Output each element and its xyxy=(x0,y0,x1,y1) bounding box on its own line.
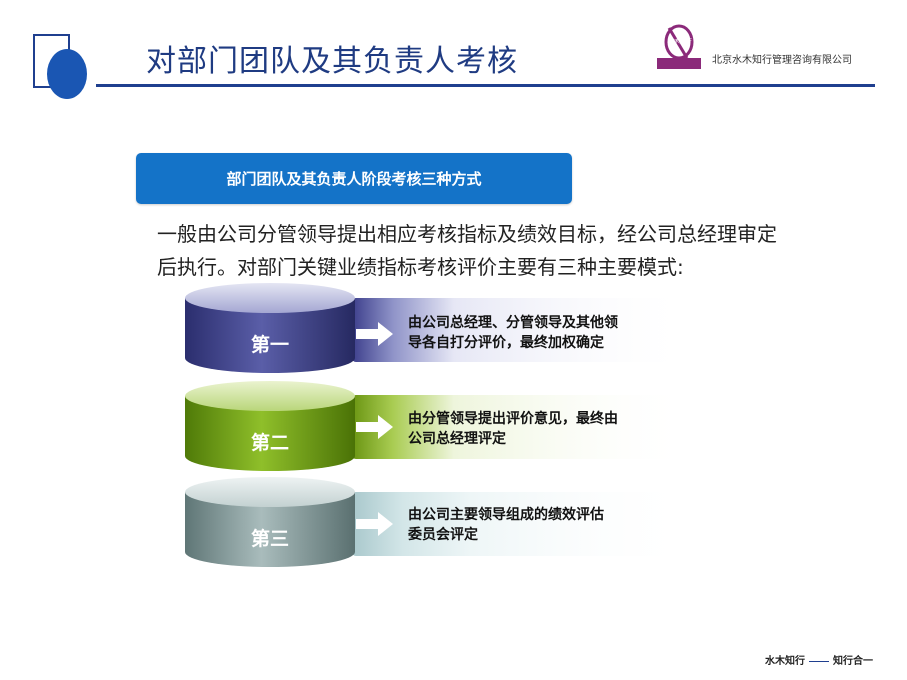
mode-1-label: 第一 xyxy=(250,334,289,356)
logo-text: 水木知行 xyxy=(666,38,691,45)
mode-1-arrow-icon xyxy=(356,322,393,346)
mode-3-panel xyxy=(352,492,692,556)
company-logo xyxy=(657,24,701,69)
mode-2-description: 由分管领导提出评价意见，最终由 公司总经理评定 xyxy=(408,409,678,449)
mode-3-label: 第三 xyxy=(250,528,289,550)
mode-1-cylinder xyxy=(185,283,355,373)
header-divider xyxy=(96,84,875,87)
footer-slogan: 水木知行 知行合一 xyxy=(765,652,873,667)
mode-3-line-1: 由公司主要领导组成的绩效评估 xyxy=(408,507,604,523)
mode-1-line-2: 导各自打分评价，最终加权确定 xyxy=(408,335,604,351)
mode-3-line-2: 委员会评定 xyxy=(408,527,478,543)
mode-2-line-1: 由分管领导提出评价意见，最终由 xyxy=(408,411,618,427)
mode-2-label: 第二 xyxy=(250,432,289,454)
mode-2-line-2: 公司总经理评定 xyxy=(408,431,506,447)
page-title: 对部门团队及其负责人考核 xyxy=(146,44,518,79)
mode-3-arrow-icon xyxy=(356,512,393,536)
mode-2-cylinder xyxy=(185,381,355,471)
mode-3-description: 由公司主要领导组成的绩效评估 委员会评定 xyxy=(408,505,678,545)
intro-line-2: 后执行。对部门关键业绩指标考核评价主要有三种主要模式: xyxy=(157,255,684,279)
footer-left-text: 水木知行 xyxy=(765,656,805,667)
section-banner: 部门团队及其负责人阶段考核三种方式 xyxy=(136,153,572,204)
footer-right-text: 知行合一 xyxy=(833,656,873,667)
mode-2-panel xyxy=(352,395,692,459)
mode-2-arrow-icon xyxy=(356,415,393,439)
intro-line-1: 一般由公司分管领导提出相应考核指标及绩效目标，经公司总经理审定 xyxy=(157,222,777,246)
mode-3-cylinder xyxy=(185,477,355,567)
mode-1-panel xyxy=(352,298,692,362)
company-name: 北京水木知行管理咨询有限公司 xyxy=(712,55,852,66)
mode-1-description: 由公司总经理、分管领导及其他领 导各自打分评价，最终加权确定 xyxy=(408,313,678,353)
intro-paragraph: 一般由公司分管领导提出相应考核指标及绩效目标，经公司总经理审定 后执行。对部门关… xyxy=(157,218,847,284)
mode-1-line-1: 由公司总经理、分管领导及其他领 xyxy=(408,315,618,331)
footer-separator xyxy=(809,660,829,662)
header-decor-circle xyxy=(47,49,87,99)
